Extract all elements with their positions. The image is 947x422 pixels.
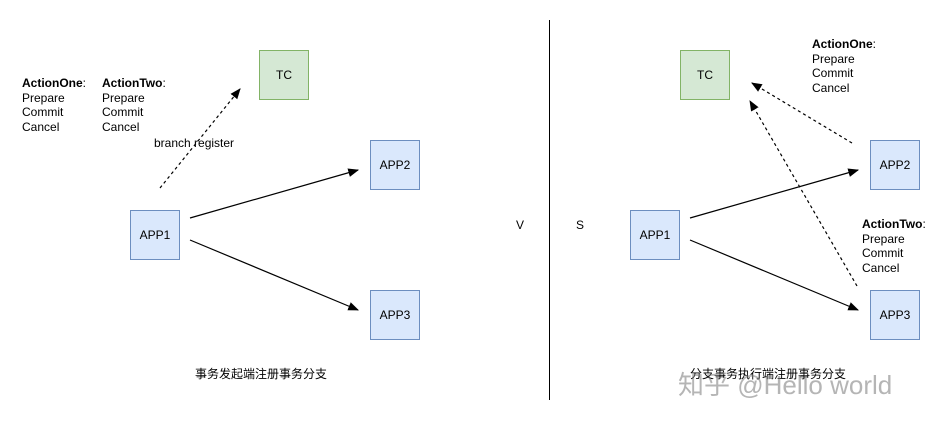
right-action-two-line: Commit bbox=[862, 246, 904, 260]
right-app2-label: APP2 bbox=[879, 158, 911, 172]
left-arrow-app1-to-app3 bbox=[189, 239, 359, 311]
right-tc-node: TC bbox=[680, 50, 730, 100]
right-action-two-title: ActionTwo bbox=[862, 217, 923, 231]
left-app1-node: APP1 bbox=[130, 210, 180, 260]
left-app2-label: APP2 bbox=[379, 158, 411, 172]
left-app3-label: APP3 bbox=[379, 308, 411, 322]
right-arrow-app1-to-app3 bbox=[689, 239, 859, 311]
left-action-one: ActionOne: Prepare Commit Cancel bbox=[22, 76, 86, 134]
right-action-two-colon: : bbox=[922, 217, 926, 231]
right-action-two: ActionTwo: Prepare Commit Cancel bbox=[862, 217, 926, 275]
right-action-one-title: ActionOne bbox=[812, 37, 873, 51]
left-arrow-app1-to-app2 bbox=[189, 168, 360, 219]
right-action-one-line: Commit bbox=[812, 66, 854, 80]
right-app1-node: APP1 bbox=[630, 210, 680, 260]
center-v-label: V bbox=[516, 218, 525, 232]
right-action-one-line: Cancel bbox=[812, 80, 850, 95]
left-edge-label-branch-register: branch register bbox=[154, 136, 235, 150]
left-app3-node: APP3 bbox=[370, 290, 420, 340]
divider-line bbox=[549, 20, 550, 400]
left-action-one-colon: : bbox=[82, 76, 87, 90]
left-caption: 事务发起端注册事务分支 bbox=[195, 367, 328, 381]
left-action-one-line: Prepare bbox=[22, 90, 65, 105]
left-action-one-line: Cancel bbox=[22, 119, 60, 134]
center-s-label: S bbox=[576, 218, 585, 232]
right-arrow-app2-to-tc bbox=[751, 82, 853, 144]
watermark-text: 知乎 @Hello world bbox=[678, 370, 893, 400]
left-action-two-line: Prepare bbox=[102, 90, 145, 105]
right-app3-label: APP3 bbox=[879, 308, 911, 322]
left-action-one-title: ActionOne bbox=[22, 76, 83, 90]
right-caption: 分支事务执行端注册事务分支 bbox=[690, 367, 847, 381]
right-app2-node: APP2 bbox=[870, 140, 920, 190]
left-action-two-line: Cancel bbox=[102, 119, 140, 134]
left-app1-label: APP1 bbox=[139, 228, 171, 242]
right-tc-label: TC bbox=[697, 68, 713, 82]
right-arrow-app1-to-app2 bbox=[689, 168, 860, 219]
right-arrow-app3-to-tc bbox=[749, 100, 858, 287]
right-action-two-line: Prepare bbox=[862, 231, 905, 246]
right-action-one: ActionOne: Prepare Commit Cancel bbox=[812, 37, 876, 95]
left-action-two-title: ActionTwo bbox=[102, 76, 163, 90]
left-action-two-line: Commit bbox=[102, 105, 144, 119]
right-action-one-colon: : bbox=[872, 37, 877, 51]
left-action-two-colon: : bbox=[162, 76, 166, 90]
left-action-two: ActionTwo: Prepare Commit Cancel bbox=[102, 76, 166, 134]
right-app3-node: APP3 bbox=[870, 290, 920, 340]
left-action-one-line: Commit bbox=[22, 105, 64, 119]
left-tc-node: TC bbox=[259, 50, 309, 100]
left-tc-label: TC bbox=[276, 68, 292, 82]
left-app2-node: APP2 bbox=[370, 140, 420, 190]
right-app1-label: APP1 bbox=[639, 228, 671, 242]
right-action-two-line: Cancel bbox=[862, 260, 900, 275]
right-action-one-line: Prepare bbox=[812, 51, 855, 66]
